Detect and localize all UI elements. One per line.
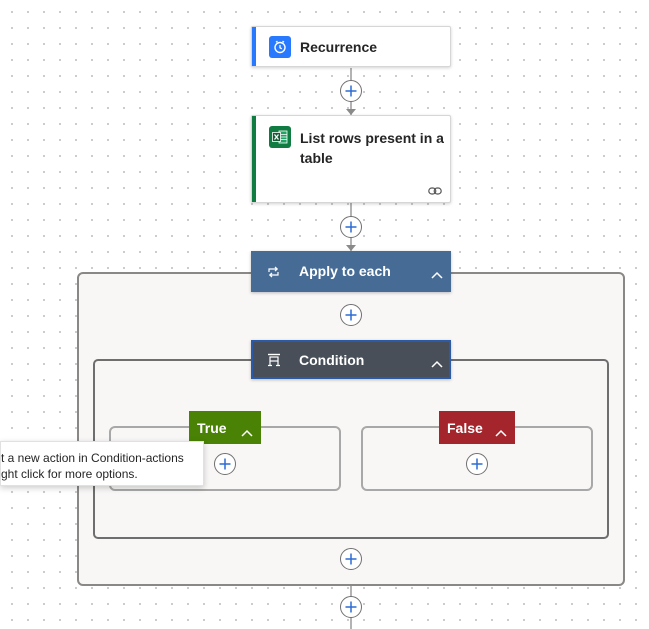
chevron-up-icon[interactable] (431, 266, 443, 282)
apply-to-each-title: Apply to each (299, 263, 391, 279)
plus-icon (345, 85, 357, 97)
plus-icon (345, 221, 357, 233)
tooltip-line2: ght click for more options. (1, 467, 138, 481)
tooltip-line1: t a new action in Condition-actions (1, 451, 184, 465)
chevron-up-icon[interactable] (495, 424, 507, 440)
plus-icon (345, 601, 357, 613)
list-rows-card[interactable]: List rows present in a table (251, 115, 451, 203)
condition-title: Condition (299, 352, 365, 368)
true-branch-tag[interactable]: True (189, 411, 261, 444)
plus-icon (471, 458, 483, 470)
list-rows-accent-bar (252, 116, 256, 202)
plus-icon (219, 458, 231, 470)
add-step-in-loop-button[interactable] (340, 548, 362, 570)
condition-icon (267, 353, 281, 370)
condition-header[interactable]: Condition (251, 340, 451, 379)
add-step-button[interactable] (340, 216, 362, 238)
list-rows-title-line2: table (300, 150, 333, 166)
add-action-false-button[interactable] (466, 453, 488, 475)
recurrence-accent-bar (252, 27, 256, 66)
plus-icon (345, 553, 357, 565)
recurrence-card[interactable]: Recurrence (251, 26, 451, 67)
list-rows-title-line1: List rows present in a (300, 130, 444, 146)
loop-icon (267, 265, 280, 281)
add-step-button[interactable] (340, 304, 362, 326)
false-branch-label: False (447, 420, 483, 436)
clock-icon (269, 36, 291, 58)
add-action-tooltip: t a new action in Condition-actions ght … (0, 441, 204, 486)
add-step-button[interactable] (340, 80, 362, 102)
chevron-up-icon[interactable] (431, 355, 443, 371)
link-icon[interactable] (428, 183, 442, 201)
excel-icon (269, 126, 291, 148)
add-action-true-button[interactable] (214, 453, 236, 475)
apply-to-each-header[interactable]: Apply to each (251, 251, 451, 292)
add-step-button[interactable] (340, 596, 362, 618)
chevron-up-icon[interactable] (241, 424, 253, 440)
plus-icon (345, 309, 357, 321)
false-branch-tag[interactable]: False (439, 411, 515, 444)
recurrence-title: Recurrence (300, 39, 378, 55)
true-branch-label: True (197, 420, 227, 436)
